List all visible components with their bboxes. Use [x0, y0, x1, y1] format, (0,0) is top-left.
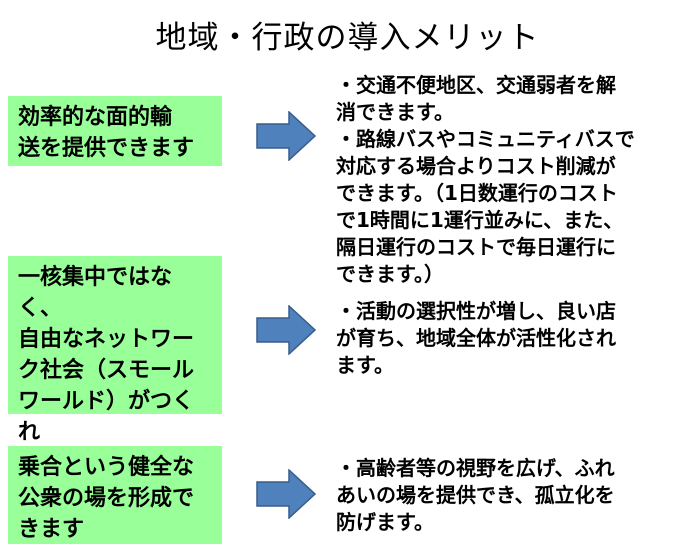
benefit-description-network-society: ・活動の選択性が増し、良い店 が育ち、地域全体が活性化され ます。: [336, 299, 616, 377]
benefit-box-efficient-transport: 効率的な面的輸 送を提供できます: [8, 96, 222, 166]
benefit-box-public-space: 乗合という健全な 公衆の場を形成で きます: [8, 446, 222, 544]
page-title: 地域・行政の導入メリット: [155, 20, 540, 56]
benefit-description-efficient-transport: ・交通不便地区、交通弱者を解 消できます。 ・路線バスやコミュニティバスで 対応…: [336, 73, 635, 286]
right-arrow-icon: [256, 111, 316, 161]
benefit-description-public-space: ・高齢者等の視野を広げ、ふれ あいの場を提供でき、孤立化を 防げます。: [336, 456, 615, 534]
benefit-box-network-society: 一核集中ではなく、 自由なネットワー ク社会（スモール ワールド）がつくれ ます: [8, 256, 222, 476]
right-arrow-icon: [256, 305, 316, 355]
right-arrow-icon: [256, 469, 316, 519]
